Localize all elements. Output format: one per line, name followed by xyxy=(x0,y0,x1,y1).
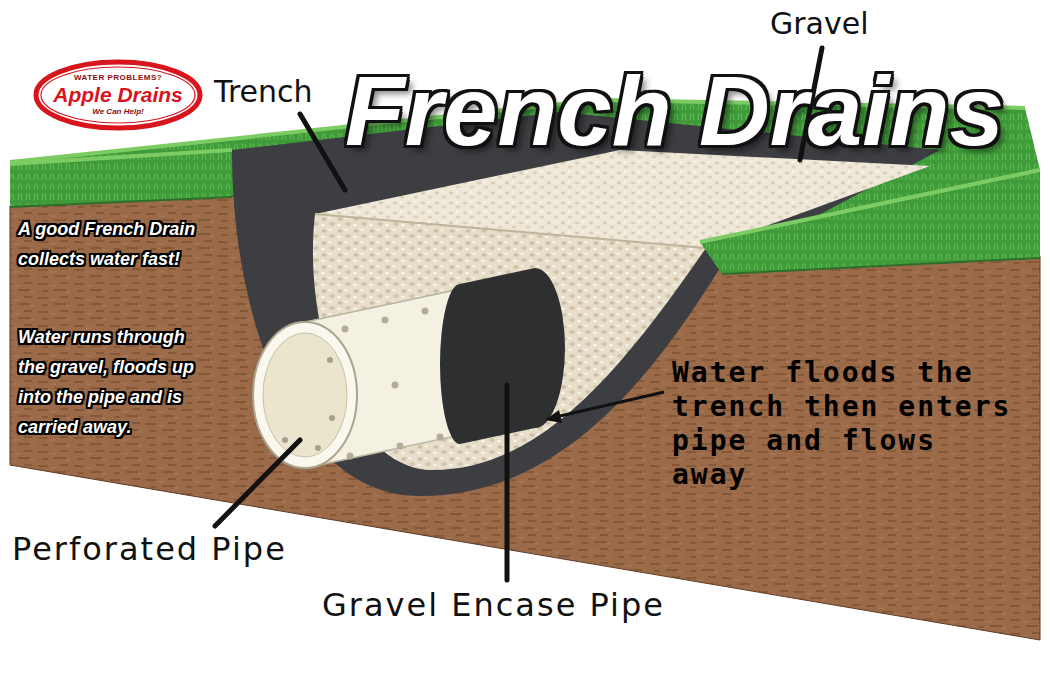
pipe-perforation xyxy=(397,443,404,450)
lawn-edge xyxy=(722,258,1040,274)
right-lawn xyxy=(700,170,1040,274)
part-label: Gravel Encase Pipe xyxy=(322,586,665,624)
pipe-perforation xyxy=(282,437,288,443)
pipe-perforation xyxy=(382,317,389,324)
lawn-edge xyxy=(10,197,232,207)
part-label: Trench xyxy=(214,74,313,110)
part-label: Gravel xyxy=(770,6,869,42)
leader-line xyxy=(300,114,345,190)
node-content: WATER PROBLEMS?Apple DrainsWe Can Help! xyxy=(53,73,183,117)
oval-ring xyxy=(36,62,200,128)
leader-line xyxy=(215,440,300,526)
note-text: A good French Drain collects water fast! xyxy=(18,214,213,274)
lawn-edge xyxy=(10,150,232,164)
pipe-perforation xyxy=(347,453,354,460)
pipe-perforation xyxy=(327,357,333,363)
pipe-bore xyxy=(263,333,347,457)
note-text: Water runs through the gravel, floods up… xyxy=(18,322,213,442)
gravel-edge xyxy=(315,214,706,248)
pipe-perforation xyxy=(392,382,399,389)
lawn-edge xyxy=(700,170,1040,242)
pipe-perforation xyxy=(315,445,321,451)
gravel-encasement xyxy=(440,268,565,444)
callout-text: Water floods the trench then enters pipe… xyxy=(672,356,1022,492)
leader-line xyxy=(505,385,510,580)
logo-tagline: WATER PROBLEMS? xyxy=(74,73,162,83)
pipe-perforation xyxy=(422,308,429,315)
pipe-perforation xyxy=(437,434,444,441)
diagram-title: French Drains xyxy=(345,62,1004,160)
oval-inner-ring xyxy=(41,67,195,123)
flow-arrow xyxy=(560,392,664,416)
logo-slogan: We Can Help! xyxy=(92,107,143,117)
left-lawn xyxy=(10,150,232,207)
flow-arrowhead xyxy=(545,410,562,423)
pipe-perforation xyxy=(342,326,349,333)
pipe-end xyxy=(253,322,357,468)
pipe-perforation xyxy=(329,415,335,421)
logo-oval: WATER PROBLEMS?Apple DrainsWe Can Help! xyxy=(32,58,204,132)
part-label: Perforated Pipe xyxy=(12,530,287,568)
logo-name: Apple Drains xyxy=(53,83,183,107)
